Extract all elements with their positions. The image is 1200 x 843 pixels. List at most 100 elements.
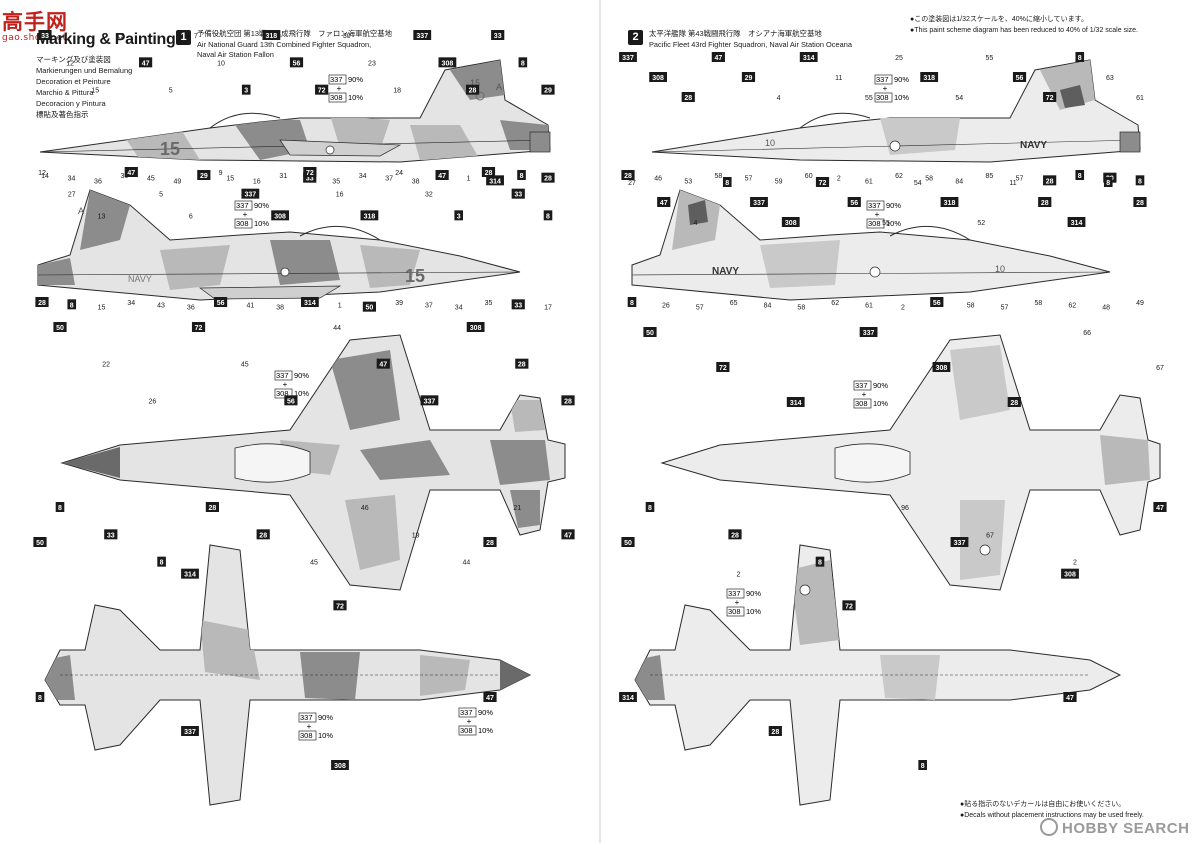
- site-watermark: 高手网 gao.shou.net: [2, 6, 68, 43]
- callout-number: 314: [790, 400, 802, 407]
- callout-number: 2: [737, 572, 741, 579]
- callout-number: 67: [986, 532, 994, 539]
- callout-marker: 314: [486, 175, 504, 186]
- color-code-box: [328, 74, 347, 85]
- callout-marker: 57: [1016, 176, 1024, 183]
- color-percentage: 10%: [318, 731, 333, 740]
- scheme-2-side-view-left: NAVY 10: [651, 59, 1141, 163]
- watermark-site-name: 高手网: [2, 10, 68, 34]
- callout-box: [284, 395, 298, 406]
- callout-number: 84: [955, 178, 963, 185]
- watermark-site-url: gao.shou.net: [2, 33, 67, 43]
- callout-marker: 27: [628, 180, 636, 187]
- color-code-box: [234, 218, 253, 229]
- national-insignia-icon: [280, 267, 290, 277]
- callout-marker: 337: [413, 30, 432, 40]
- callout-marker: 47: [124, 167, 138, 177]
- callout-box: [517, 170, 526, 180]
- callout-box: [300, 297, 319, 307]
- callout-number: 23: [368, 60, 376, 67]
- callout-marker: 28: [1133, 197, 1147, 207]
- callout-number: 26: [148, 398, 156, 405]
- callout-marker: 8: [1075, 170, 1085, 180]
- callout-marker: 12: [38, 170, 46, 177]
- color-code-box: [274, 388, 293, 399]
- callout-box: [483, 692, 497, 702]
- callout-number: 26: [662, 302, 670, 309]
- callout-number: 50: [56, 325, 64, 332]
- callout-number: 13: [117, 33, 125, 40]
- mix-plus-sign: +: [283, 380, 288, 389]
- callout-marker: 8: [1135, 175, 1145, 186]
- callout-box: [619, 692, 637, 702]
- callout-marker: 308: [649, 72, 668, 82]
- callout-number: 72: [719, 365, 727, 372]
- callout-number: 28: [518, 362, 526, 369]
- scheme-2-side-view-right: NAVY 10: [631, 189, 1111, 301]
- callout-marker: 55: [882, 220, 890, 227]
- callout-number: 38: [276, 305, 284, 312]
- callout-marker: 8: [722, 177, 732, 187]
- scale-note-line: ●This paint scheme diagram has been redu…: [910, 26, 1138, 34]
- callout-marker: 28: [515, 358, 529, 369]
- callout-marker: 8: [627, 297, 637, 307]
- callout-box: [289, 57, 304, 68]
- callout-marker: 50: [362, 301, 377, 312]
- callout-number: 308: [652, 75, 664, 82]
- callout-marker: 47: [483, 692, 497, 702]
- callout-marker: 12: [66, 60, 74, 67]
- callout-number: 314: [803, 55, 815, 62]
- callout-marker: 62: [831, 300, 839, 307]
- callout-number: 47: [486, 695, 494, 702]
- callout-number: 8: [818, 560, 822, 567]
- mix-plus-sign: +: [735, 598, 740, 607]
- color-code-box: [458, 725, 477, 736]
- callout-marker: 72: [815, 177, 830, 187]
- callout-number: 47: [714, 55, 722, 62]
- callout-number: 27: [628, 180, 636, 187]
- callout-number: 4: [777, 95, 781, 102]
- callout-box: [1135, 175, 1145, 186]
- callout-box: [1133, 197, 1147, 207]
- mix-plus-sign: +: [467, 717, 472, 726]
- scheme-2-line: Pacific Fleet 43rd Fighter Squadron, Nav…: [649, 39, 852, 49]
- callout-marker: 53: [684, 178, 692, 185]
- callout-number: 314: [622, 695, 634, 702]
- callout-marker: 13: [98, 213, 106, 220]
- callout-marker: 34: [359, 173, 367, 180]
- callout-marker: 4: [777, 95, 781, 102]
- callout-number: 36: [187, 305, 195, 312]
- callout-box: [362, 301, 377, 312]
- color-code-box: [853, 398, 872, 409]
- callout-marker: 22: [102, 362, 110, 369]
- callout-box: [511, 299, 525, 310]
- scheme-2-top-view: [660, 334, 1161, 591]
- navy-marking: NAVY: [712, 266, 739, 277]
- callout-number: 85: [986, 173, 994, 180]
- callout-marker: 28: [35, 297, 49, 307]
- callout-number: 57: [745, 176, 753, 183]
- color-percentage: 10%: [886, 219, 901, 228]
- mix-plus-sign: +: [337, 84, 342, 93]
- callout-marker: 314: [181, 568, 199, 579]
- callout-number: 57: [1016, 176, 1024, 183]
- title-translation: Markierungen und Bemalung: [36, 66, 133, 76]
- callout-marker: 35: [485, 300, 493, 307]
- callout-number: 8: [520, 173, 524, 180]
- callout-marker: 60: [805, 173, 813, 180]
- callout-number: 8: [1138, 178, 1142, 185]
- scheme-1-side-view-right: NAVY 15 A: [37, 189, 521, 301]
- callout-marker: 72: [315, 84, 329, 95]
- modex-marking: 15: [160, 139, 180, 159]
- callout-marker: 8: [157, 556, 166, 567]
- callout-number: 8: [648, 505, 652, 512]
- camouflage-pattern: [635, 560, 940, 700]
- callout-number: 58: [797, 305, 805, 312]
- color-code: 308: [330, 93, 343, 102]
- callout-number: 56: [217, 300, 225, 307]
- callout-marker: 28: [681, 92, 695, 102]
- callout-box: [741, 72, 756, 82]
- callout-box: [1103, 177, 1113, 187]
- decal-note-line: ●Decals without placement instructions m…: [960, 811, 1144, 819]
